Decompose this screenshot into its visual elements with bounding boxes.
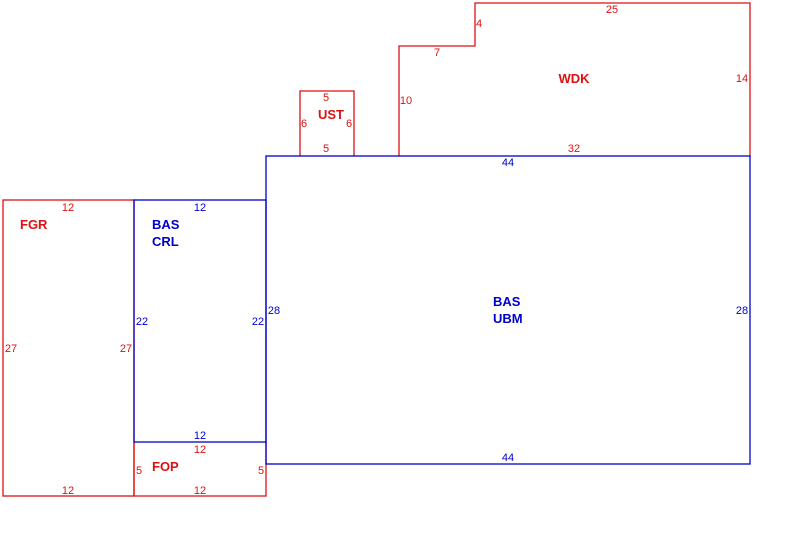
bas-crl-label-line1: BAS [152,217,180,232]
bas-ubm-dim-left: 28 [268,305,280,317]
bas-ubm-label-line2: UBM [493,311,523,326]
fop-dim-right: 5 [258,465,264,477]
ust-dim-right: 6 [346,118,352,130]
bas-ubm-label-line1: BAS [493,294,521,309]
fop-dim-top: 12 [194,444,206,456]
ust-dim-left: 6 [301,118,307,130]
bas-crl-outline [133,199,267,443]
wdk-dim-left: 10 [400,95,412,107]
bas-crl-label-line2: CRL [152,234,179,249]
bas-ubm-outline [265,155,751,465]
wdk-dim-step-horizontal: 7 [434,47,440,59]
wdk-dim-top: 25 [606,4,618,16]
bas-crl-dim-bottom: 12 [194,430,206,442]
bas-crl-dim-top: 12 [194,202,206,214]
bas-ubm-dim-top: 44 [502,157,514,169]
bas-crl-dim-right: 22 [252,316,264,328]
ust-dim-top: 5 [323,92,329,104]
bas-ubm-dim-bottom: 44 [502,452,514,464]
wdk-dim-step-vertical: 4 [476,18,482,30]
fgr-dim-left: 27 [5,343,17,355]
fgr-outline [2,199,135,497]
fop-outline [133,442,267,497]
fop-dim-bottom: 12 [194,485,206,497]
wdk-label: WDK [558,71,590,86]
wdk-dim-right: 14 [736,73,748,85]
bas-crl-dim-left: 22 [136,316,148,328]
fop-label: FOP [152,459,179,474]
ust-outline [299,90,355,156]
ust-label: UST [318,107,344,122]
fop-dim-left: 5 [136,465,142,477]
fgr-dim-top: 12 [62,202,74,214]
bas-ubm-dim-right: 28 [736,305,748,317]
fgr-label: FGR [20,217,48,232]
wdk-outline [398,2,751,156]
fgr-dim-right: 27 [120,343,132,355]
fgr-dim-bottom: 12 [62,485,74,497]
ust-dim-bottom: 5 [323,143,329,155]
wdk-dim-bottom: 32 [568,143,580,155]
